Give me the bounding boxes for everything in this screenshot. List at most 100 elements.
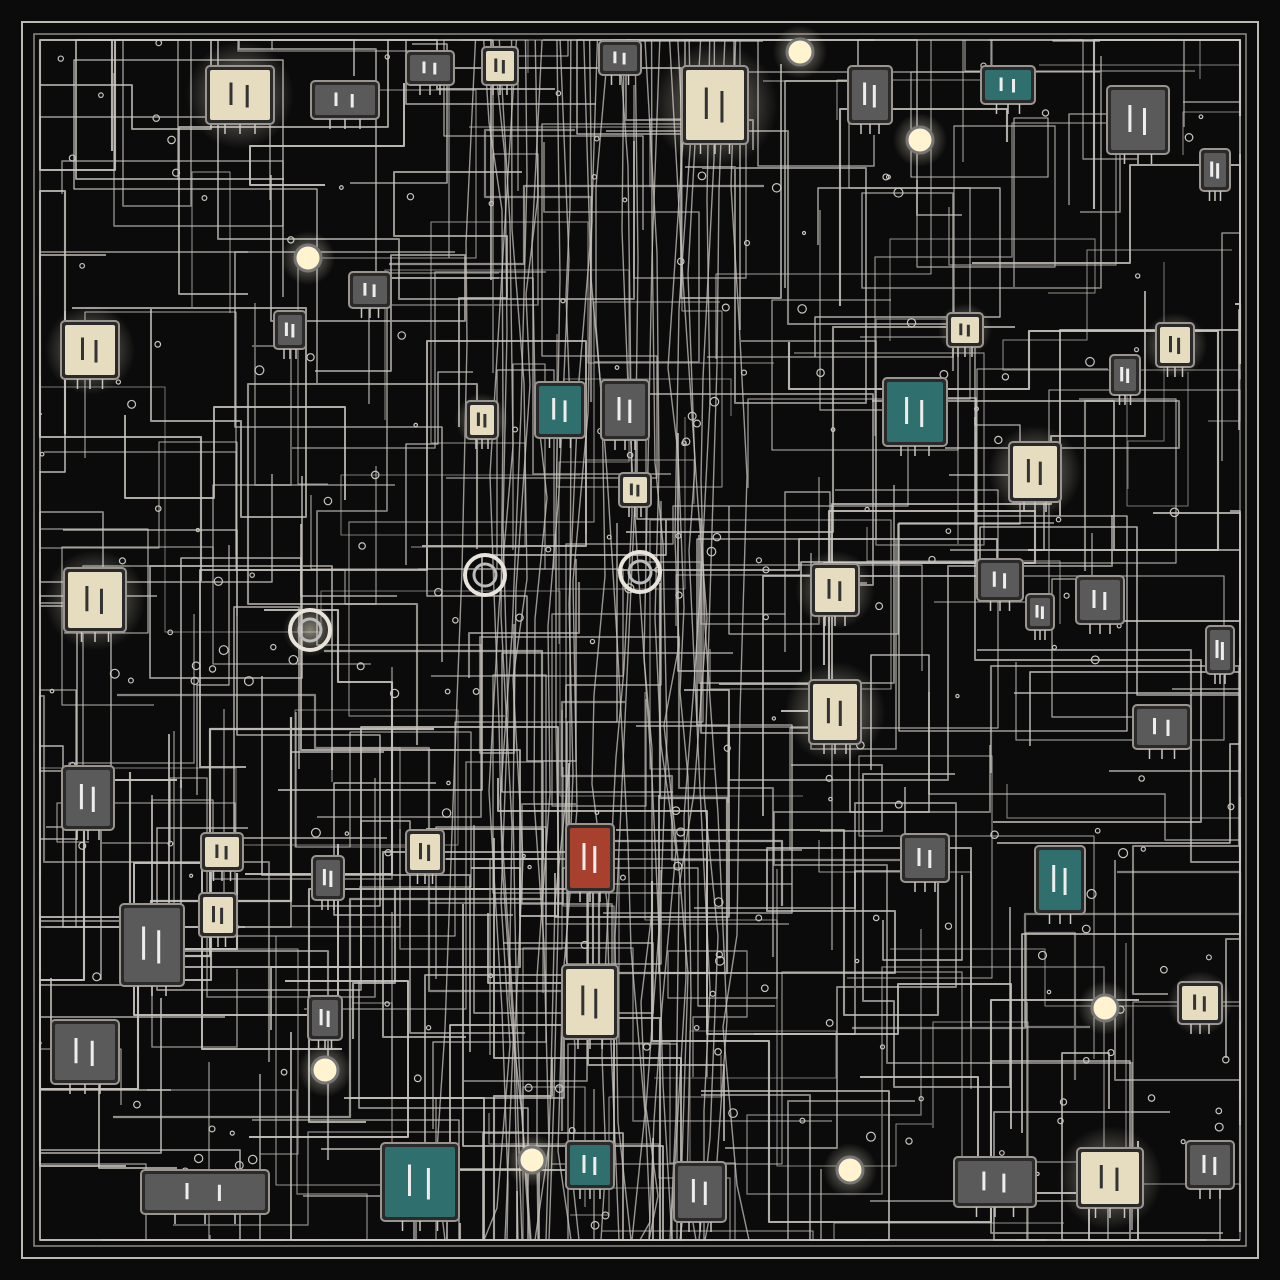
solder-dot	[893, 187, 904, 198]
chip-icon	[1167, 970, 1233, 1036]
chip-icon	[882, 377, 948, 456]
trace	[351, 974, 584, 1241]
solder-dot	[154, 340, 162, 348]
chip-screen	[852, 70, 888, 120]
trace	[820, 1002, 1028, 1241]
chip-screen	[486, 51, 514, 81]
solder-dot	[323, 496, 333, 506]
solder-dot	[591, 174, 598, 180]
solder-dot	[193, 1153, 204, 1164]
solder-dot	[92, 972, 102, 982]
chip-glyph	[917, 848, 932, 868]
trace	[890, 784, 1241, 1007]
trace	[411, 221, 774, 548]
trace	[405, 371, 473, 565]
chip-glyph	[582, 843, 597, 873]
trace	[331, 710, 563, 950]
chip-glyph	[319, 1009, 330, 1027]
solder-dot	[288, 654, 299, 665]
solder-dot	[1001, 373, 1010, 381]
solder-dot	[1082, 1056, 1090, 1064]
chip-icon	[455, 393, 509, 449]
chip-screen	[312, 1000, 338, 1036]
chip-glyph	[1026, 459, 1042, 485]
solder-dot	[682, 437, 691, 446]
solder-dot	[1107, 1048, 1115, 1057]
solder-dot	[865, 1131, 876, 1142]
solder-dot	[624, 583, 635, 594]
solder-dot	[560, 298, 566, 304]
solder-dot	[1159, 965, 1168, 974]
solder-dot	[254, 365, 265, 376]
trace	[570, 1055, 722, 1216]
chip-icon	[1132, 704, 1192, 759]
chip-glyph	[494, 58, 505, 74]
solder-dot	[928, 555, 936, 564]
solder-dot	[728, 1108, 738, 1119]
solder-dot	[133, 1100, 141, 1109]
solder-dot	[715, 955, 725, 966]
solder-dot	[79, 262, 86, 269]
chip-screen	[410, 55, 450, 81]
solder-dot	[344, 831, 350, 836]
solder-dot	[589, 638, 596, 645]
chip-glyph	[582, 1155, 597, 1175]
chip-screen	[570, 828, 610, 888]
solder-dot	[879, 1044, 886, 1050]
solder-dot	[622, 197, 628, 203]
chip-icon	[565, 823, 615, 902]
chip-glyph	[704, 87, 724, 123]
solder-dot	[973, 406, 979, 412]
solder-dot	[488, 973, 494, 979]
chip-icon	[847, 65, 893, 134]
solder-dot	[799, 1117, 806, 1124]
solder-dot	[413, 1074, 422, 1083]
chip-screen	[210, 70, 270, 120]
ring-icon	[463, 553, 507, 597]
chip-icon	[1025, 593, 1055, 640]
trace	[560, 700, 909, 862]
solder-dot	[68, 154, 76, 162]
chip-glyph	[863, 82, 876, 108]
chip-glyph	[992, 571, 1007, 589]
solder-dot	[945, 528, 952, 535]
trace	[39, 471, 273, 583]
solder-dot	[389, 688, 400, 699]
trace	[389, 184, 764, 266]
solder-dot	[755, 557, 763, 564]
trace	[644, 692, 932, 1167]
trace	[489, 39, 519, 1241]
trace	[663, 39, 697, 1241]
solder-dot	[906, 318, 917, 328]
solder-dot	[555, 90, 562, 97]
chip-icon	[980, 65, 1036, 114]
chip-icon	[311, 855, 345, 910]
solder-dot	[568, 1127, 576, 1135]
trace	[151, 667, 393, 1048]
solder-dot	[155, 39, 163, 47]
solder-dot	[1057, 1117, 1064, 1125]
trace	[545, 39, 572, 1241]
chip-glyph	[629, 483, 640, 497]
chip-screen	[1081, 1152, 1139, 1204]
bulb-glass	[310, 1055, 340, 1085]
chip-screen	[570, 1145, 610, 1185]
trace	[304, 761, 544, 1010]
solder-dot	[1214, 1122, 1224, 1132]
chip-screen	[55, 1024, 115, 1080]
solder-dot	[39, 451, 45, 457]
chip-icon	[673, 1161, 727, 1232]
solder-dot	[830, 427, 836, 433]
solder-dot	[306, 353, 315, 362]
solder-dot	[167, 135, 176, 145]
chip-icon	[900, 833, 950, 892]
solder-dot	[488, 200, 494, 207]
trace	[1199, 39, 1241, 236]
chip-screen	[410, 834, 440, 870]
trace	[667, 39, 692, 1241]
solder-dot	[1041, 109, 1050, 117]
chip-glyph	[79, 784, 95, 812]
solder-dot	[1184, 133, 1194, 142]
chip-screen	[958, 1161, 1032, 1203]
